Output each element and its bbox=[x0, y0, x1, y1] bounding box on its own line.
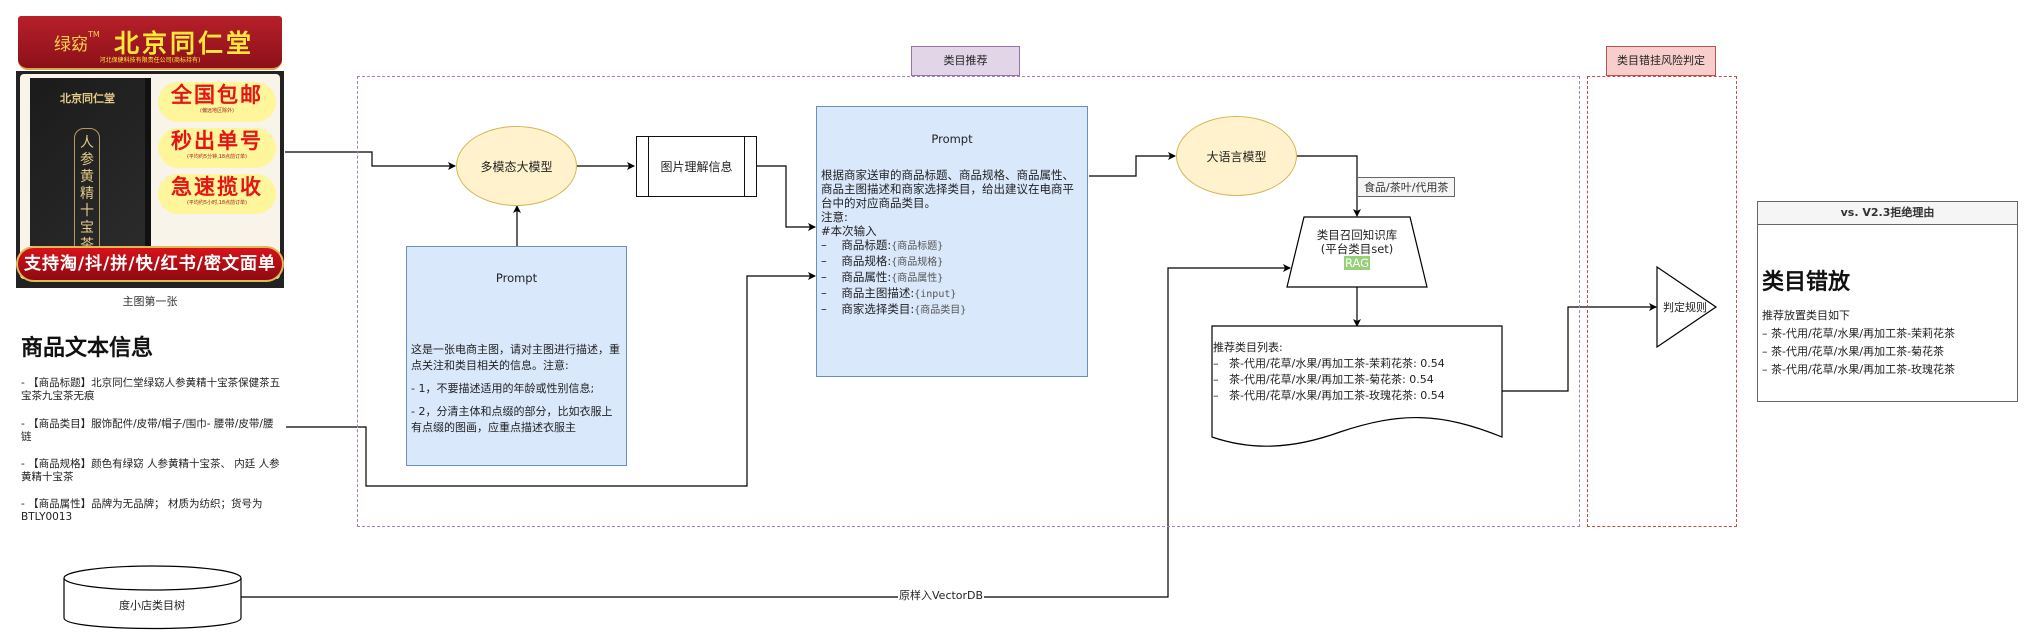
knowledge-base-node[interactable]: 类目召回知识库 (平台类目set) RAG bbox=[1292, 228, 1422, 270]
badge-fast-pickup: 急速揽收 (平均约5小时,18点前订单) bbox=[158, 174, 276, 214]
rejection-reason-panel[interactable]: vs. V2.3拒绝理由 类目错放 推荐放置类目如下 – 茶-代用/花草/水果/… bbox=[1757, 201, 2018, 402]
box-brand: 北京同仁堂 bbox=[60, 92, 115, 105]
knowledge-base-title: 类目召回知识库 bbox=[1316, 228, 1398, 242]
category-risk-group bbox=[1587, 76, 1737, 527]
category-prompt-title: Prompt bbox=[931, 132, 973, 146]
prompt-field: – 商品主图描述:{input} bbox=[821, 286, 957, 300]
llm-label: 大语言模型 bbox=[1206, 149, 1267, 164]
image-prompt-title: Prompt bbox=[495, 271, 538, 285]
category-prompt-note: 注意: bbox=[821, 210, 848, 224]
multimodal-model-label: 多模态大模型 bbox=[480, 159, 553, 174]
rag-badge: RAG bbox=[1343, 256, 1371, 270]
prompt-field: – 商家选择类目:{商品类目} bbox=[821, 302, 967, 316]
recommend-item: – 茶-代用/花草/水果/再加工茶-菊花茶: 0.54 bbox=[1213, 373, 1434, 386]
badge-free-shipping: 全国包邮 (偏远地区除外) bbox=[158, 82, 276, 122]
recommend-item: – 茶-代用/花草/水果/再加工茶-茉莉花茶: 0.54 bbox=[1213, 357, 1445, 370]
multimodal-model-node[interactable]: 多模态大模型 bbox=[456, 126, 577, 206]
reason-panel-header: vs. V2.3拒绝理由 bbox=[1758, 202, 2017, 225]
recommend-list[interactable]: 推荐类目列表: – 茶-代用/花草/水果/再加工茶-茉莉花茶: 0.54 – 茶… bbox=[1213, 340, 1445, 404]
reason-subtitle: 推荐放置类目如下 bbox=[1762, 309, 1850, 322]
image-prompt-line: - 1，不要描述适用的年龄或性别信息; bbox=[411, 382, 595, 395]
prompt-field: – 商品规格:{商品规格} bbox=[821, 254, 944, 268]
image-understanding-node[interactable]: 图片理解信息 bbox=[636, 136, 757, 197]
platform-banner: 支持淘/抖/拼/快/红书/密文面单 bbox=[16, 246, 284, 282]
vectordb-edge-label: 原样入VectorDB bbox=[898, 587, 985, 603]
reason-item: – 茶-代用/花草/水果/再加工茶-菊花茶 bbox=[1762, 345, 1945, 358]
info-item-title: - 【商品标题】北京同仁堂绿窈人参黄精十宝茶保健茶五宝茶九宝茶无痕 bbox=[21, 377, 281, 402]
image-prompt-line: - 2，分清主体和点缀的部分，比如衣服上有点缀的图画，应重点描述衣服主 bbox=[411, 405, 613, 434]
image-caption: 主图第一张 bbox=[122, 295, 178, 308]
info-item-category: - 【商品类目】服饰配件/皮带/帽子/围巾- 腰带/皮带/腰链 bbox=[21, 418, 274, 443]
category-prompt-box[interactable]: Prompt 根据商家送审的商品标题、商品规格、商品属性、商品主图描述和商家选择… bbox=[816, 106, 1088, 377]
prompt-field: – 商品标题:{商品标题} bbox=[821, 238, 944, 252]
llm-node[interactable]: 大语言模型 bbox=[1176, 116, 1297, 196]
image-prompt-line: 这是一张电商主图，请对主图进行描述，重点关注和类目相关的信息。注意: bbox=[411, 343, 620, 372]
brand-name: 北京同仁堂 bbox=[114, 29, 255, 58]
category-recommend-label: 类目推荐 bbox=[911, 46, 1020, 76]
brand-banner: 绿窈TM 北京同仁堂 河北保健科技有限责任公司(商标持有) bbox=[18, 16, 282, 70]
category-risk-label: 类目错挂风险判定 bbox=[1606, 46, 1716, 76]
product-main-image: 绿窈TM 北京同仁堂 河北保健科技有限责任公司(商标持有) 北京同仁堂 人参黄精… bbox=[16, 16, 284, 288]
info-item-spec: - 【商品规格】颜色有绿窈 人参黄精十宝茶、 内廷 人参黄精十宝茶 bbox=[21, 458, 280, 483]
judge-rule-label[interactable]: 判定规则 bbox=[1663, 301, 1707, 314]
recommend-list-header: 推荐类目列表: bbox=[1213, 341, 1283, 354]
image-prompt-box[interactable]: Prompt 这是一张电商主图，请对主图进行描述，重点关注和类目相关的信息。注意… bbox=[406, 246, 627, 466]
reason-item: – 茶-代用/花草/水果/再加工茶-茉莉花茶 bbox=[1762, 327, 1956, 340]
category-tree-node[interactable]: 度小店类目树 bbox=[119, 599, 185, 612]
info-item-attributes: - 【商品属性】品牌为无品牌； 材质为纺织；货号为BTLY0013 bbox=[21, 498, 263, 523]
tea-box-image: 北京同仁堂 人参黄精十宝茶 bbox=[30, 78, 151, 261]
category-prompt-intro: 根据商家送审的商品标题、商品规格、商品属性、商品主图描述和商家选择类目，给出建议… bbox=[821, 168, 1074, 210]
trademark-mark: TM bbox=[88, 30, 100, 39]
reason-title: 类目错放 bbox=[1762, 270, 1851, 295]
company-line: 河北保健科技有限责任公司(商标持有) bbox=[99, 57, 201, 64]
category-recommend-group bbox=[357, 76, 1580, 527]
box-product-name: 人参黄精十宝茶 bbox=[74, 128, 100, 261]
llm-output-label: 食品/茶叶/代用茶 bbox=[1357, 177, 1456, 197]
badge-fast-tracking: 秒出单号 (平均约5分钟,18点前订单) bbox=[158, 128, 276, 168]
category-prompt-input-header: #本次输入 bbox=[821, 224, 877, 238]
text-info-title: 商品文本信息 bbox=[21, 336, 154, 361]
prompt-field: – 商品属性:{商品属性} bbox=[821, 270, 944, 284]
recommend-item: – 茶-代用/花草/水果/再加工茶-玫瑰花茶: 0.54 bbox=[1213, 389, 1445, 402]
reason-item: – 茶-代用/花草/水果/再加工茶-玫瑰花茶 bbox=[1762, 363, 1956, 376]
sub-brand-text: 绿窈 bbox=[54, 35, 88, 55]
knowledge-base-subtitle: (平台类目set) bbox=[1320, 242, 1394, 256]
image-understanding-label: 图片理解信息 bbox=[660, 160, 733, 174]
product-photo: 北京同仁堂 人参黄精十宝茶 全国包邮 (偏远地区除外) 秒出单号 (平均约5分钟… bbox=[16, 71, 284, 288]
